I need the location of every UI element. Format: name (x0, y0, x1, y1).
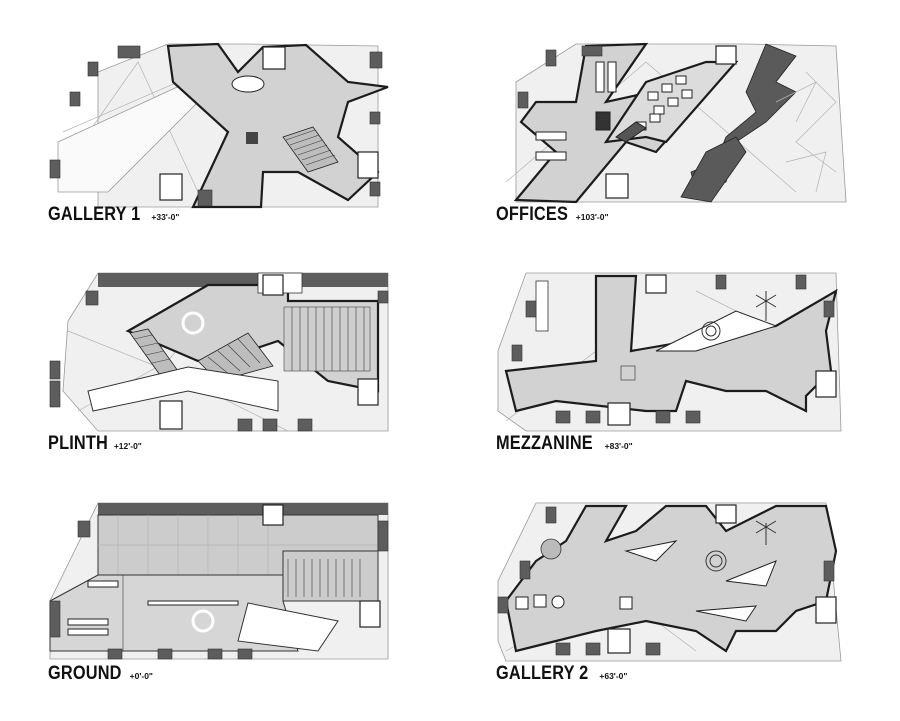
plan-elevation: +83'-0" (604, 441, 633, 451)
plan-caption: MEZZANINE +83'-0" (496, 433, 633, 455)
void-dark (595, 111, 611, 131)
plan-offices: OFFICES +103'-0" (496, 42, 900, 262)
plan-title: MEZZANINE (496, 433, 593, 454)
perimeter-walls (49, 290, 389, 432)
elevator-core (607, 402, 631, 426)
plan-title: GROUND (48, 663, 122, 684)
ring-symbol (181, 311, 205, 335)
stair-shaft (535, 280, 549, 332)
dark-mass (680, 136, 747, 203)
floor-plan-drawing-gallery-2 (497, 502, 842, 662)
atrium-void (231, 75, 265, 93)
elevator-core (159, 173, 183, 201)
lobby (49, 574, 299, 652)
seating-grid (283, 306, 371, 372)
plan-gallery-2: GALLERY 2 +63'-0" (496, 501, 900, 721)
sculpture-symbol (540, 538, 562, 560)
elevator-core (815, 370, 837, 398)
seating-grid (287, 559, 361, 597)
spiral-symbol (701, 321, 721, 341)
void (624, 540, 678, 562)
plan-elevation: +63'-0" (599, 671, 628, 681)
floor-plan-drawing-mezzanine (497, 272, 842, 432)
column-cluster (246, 132, 258, 144)
floor-plan-drawing-gallery-1 (49, 42, 389, 209)
elevator-core (262, 504, 284, 526)
ring-symbol (191, 609, 215, 633)
ramp (57, 81, 209, 193)
floor-plan-drawing-offices (505, 42, 847, 204)
plan-caption: PLINTH +12'-0" (48, 433, 142, 455)
grid-lines (98, 515, 378, 575)
plan-caption: GALLERY 1 +33'-0" (48, 204, 179, 226)
floor-plan-drawing-ground (49, 502, 389, 660)
spiral-symbol (705, 550, 727, 572)
perimeter-walls (49, 45, 383, 207)
perimeter-walls (49, 520, 389, 660)
perimeter-walls (511, 274, 835, 424)
plan-elevation: +33'-0" (151, 212, 180, 222)
plan-elevation: +12'-0" (113, 441, 142, 451)
plan-title: PLINTH (48, 433, 109, 454)
stair (282, 126, 339, 173)
north-wall-band (98, 273, 388, 287)
plan-mezzanine: MEZZANINE +83'-0" (496, 271, 900, 491)
palm-symbol (755, 291, 777, 321)
perimeter-walls (517, 45, 603, 109)
gallery-slab (504, 504, 838, 653)
ramp (87, 366, 279, 412)
elevator-core (357, 151, 379, 179)
void (725, 560, 777, 587)
light-shards (775, 71, 837, 193)
elevator-core (262, 46, 286, 70)
bookshelves (67, 580, 239, 636)
plan-caption: GROUND +0'-0" (48, 663, 153, 685)
elevator-core (715, 45, 737, 65)
plan-ground: GROUND +0'-0" (48, 501, 468, 721)
elevator-core (159, 400, 183, 430)
spiral-symbol (709, 554, 723, 568)
elevator-core (645, 274, 667, 294)
elevator-core (715, 504, 737, 524)
display-pedestals (515, 594, 633, 610)
plan-caption: GALLERY 2 +63'-0" (496, 663, 627, 685)
skylight (620, 365, 636, 381)
entry-ramp (237, 602, 339, 652)
auditorium (282, 550, 379, 602)
void (695, 605, 757, 622)
palm-symbol (755, 520, 777, 545)
plan-title: GALLERY 2 (496, 663, 589, 684)
plan-elevation: +103'-0" (575, 212, 609, 222)
plan-caption: OFFICES +103'-0" (496, 204, 609, 226)
elevator-core (357, 378, 379, 406)
north-wall-band (98, 503, 388, 515)
plan-title: GALLERY 1 (48, 204, 141, 225)
elevator-core (607, 628, 631, 654)
elevator-core (815, 596, 837, 624)
plan-plinth: PLINTH +12'-0" (48, 271, 468, 491)
elevator-core (605, 173, 629, 199)
elevator-core (359, 600, 381, 628)
floor-plan-drawing-plinth (49, 272, 389, 432)
plan-elevation: +0'-0" (129, 671, 153, 681)
elevator-core (262, 274, 284, 296)
plan-gallery-1: GALLERY 1 +33'-0" (48, 42, 468, 262)
perimeter-walls (497, 506, 835, 656)
plan-title: OFFICES (496, 204, 569, 225)
void-dark (615, 121, 647, 143)
spiral-symbol (705, 325, 717, 337)
